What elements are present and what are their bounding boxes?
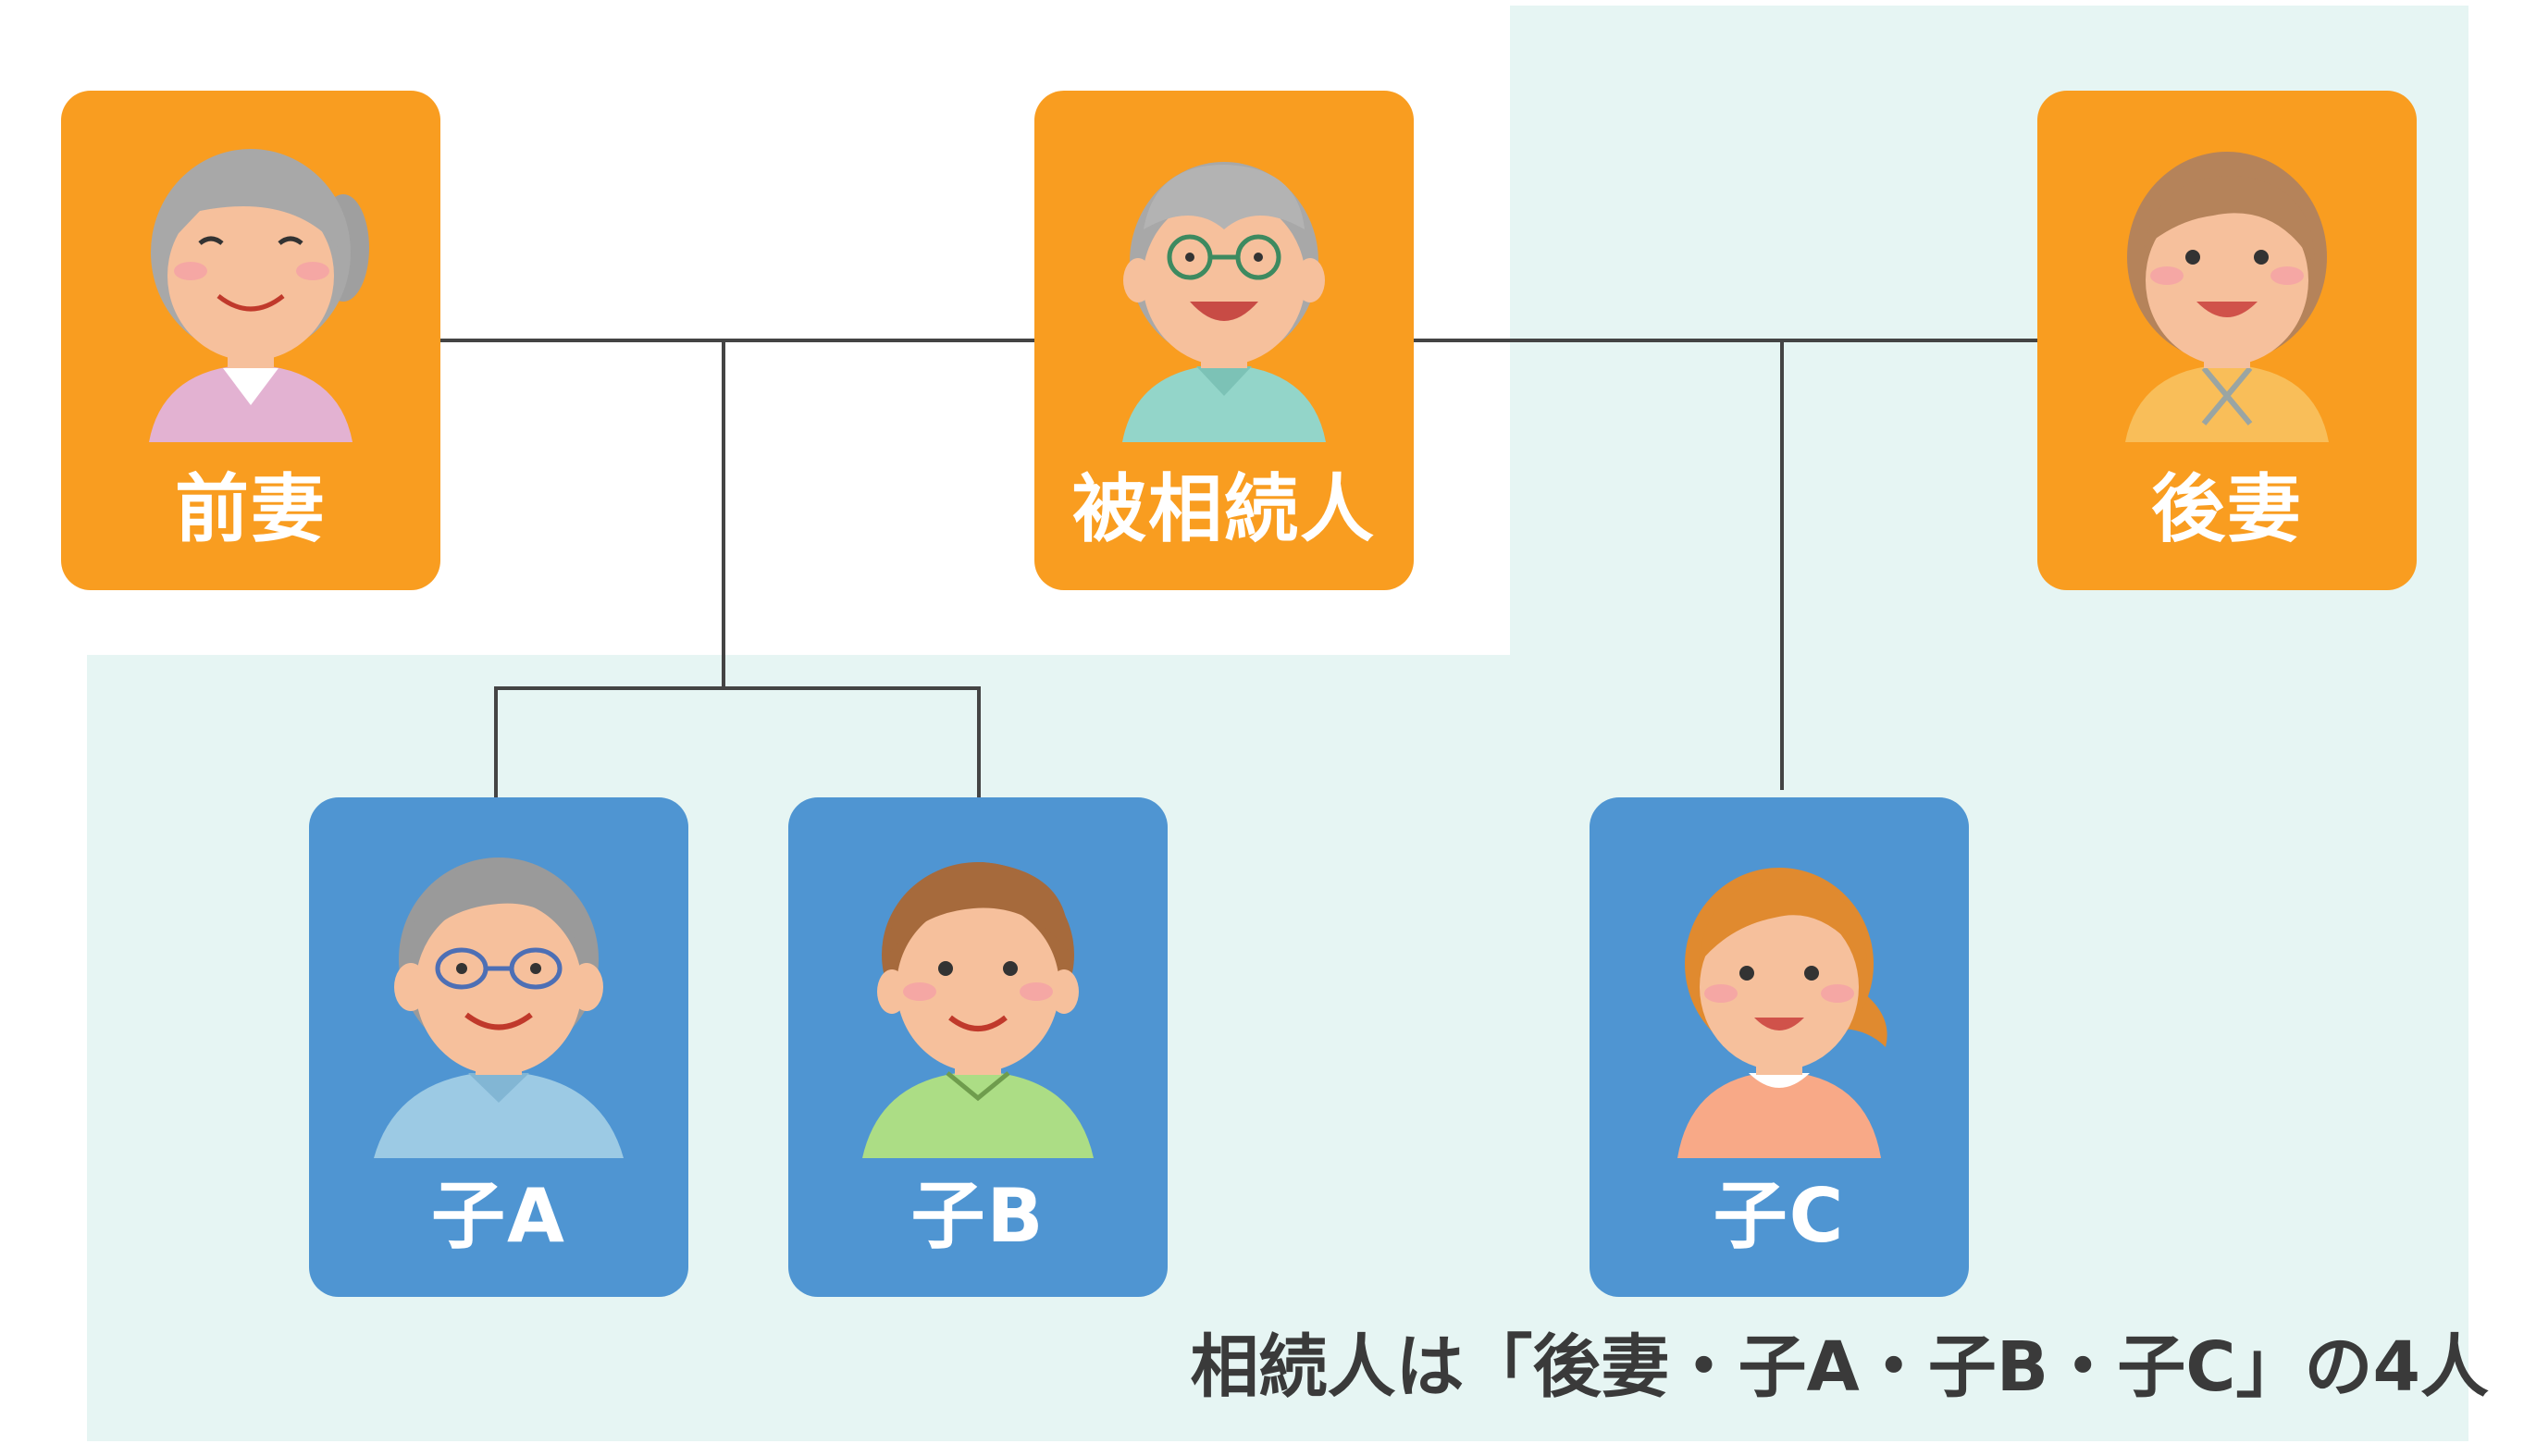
young-woman-avatar — [1677, 868, 1887, 1158]
elderly-woman-avatar — [149, 149, 369, 442]
heirs-caption: 相続人は「後妻・子A・子B・子C」の4人 — [1190, 1327, 2489, 1407]
woman-avatar — [2125, 152, 2329, 442]
label-child-b: 子B — [910, 1173, 1045, 1259]
label-child-c: 子C — [1713, 1173, 1846, 1259]
label-decedent: 被相続人 — [1072, 466, 1376, 552]
card-child-b: 子B — [788, 797, 1168, 1297]
label-child-a: 子A — [431, 1173, 566, 1259]
card-decedent: 被相続人 — [1034, 91, 1414, 590]
middle-aged-man-avatar — [374, 858, 624, 1158]
card-current-wife: 後妻 — [2037, 91, 2417, 590]
elderly-man-avatar — [1122, 162, 1326, 442]
card-former-wife: 前妻 — [61, 91, 440, 590]
card-child-c: 子C — [1590, 797, 1969, 1297]
label-current-wife: 後妻 — [2151, 466, 2303, 552]
card-child-a: 子A — [309, 797, 688, 1297]
label-former-wife: 前妻 — [175, 466, 327, 552]
young-man-avatar — [862, 862, 1094, 1158]
